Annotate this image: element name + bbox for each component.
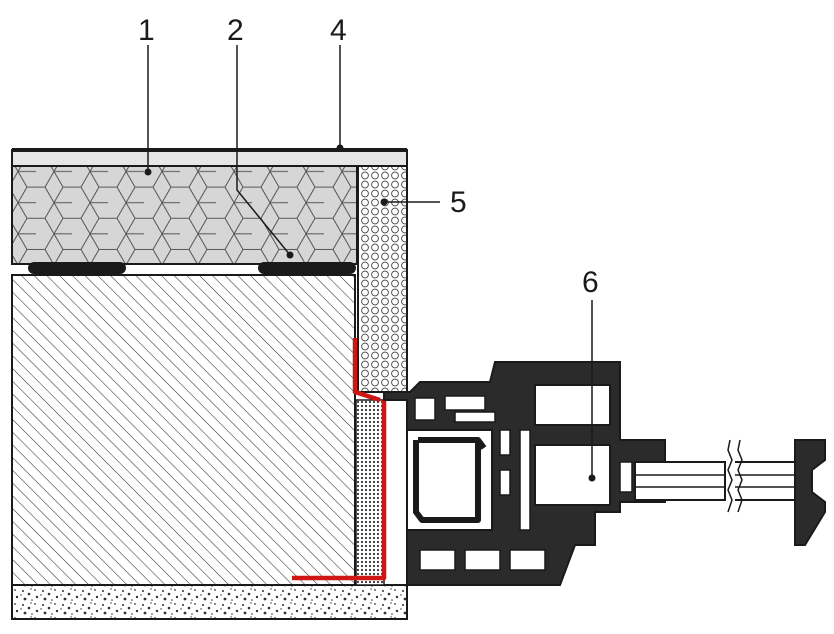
callout-2: 2 (227, 14, 244, 47)
cladding-board (11, 149, 408, 167)
callout-5: 5 (450, 186, 467, 219)
adhesive-strip-left (28, 262, 126, 274)
insulation-layer (11, 165, 358, 265)
masonry-wall (11, 274, 356, 586)
callout-leaders (144, 45, 596, 482)
joint-filler (355, 399, 385, 586)
floor-screed (11, 584, 408, 620)
callout-4: 4 (330, 14, 347, 47)
sealing-membrane (292, 338, 387, 581)
callout-6: 6 (582, 266, 599, 299)
outer-glazing-bead (794, 439, 826, 546)
glazing-unit (634, 439, 795, 513)
adhesive-strip-right (258, 262, 356, 274)
window-frame-profile (383, 361, 666, 586)
callout-1: 1 (138, 14, 155, 47)
